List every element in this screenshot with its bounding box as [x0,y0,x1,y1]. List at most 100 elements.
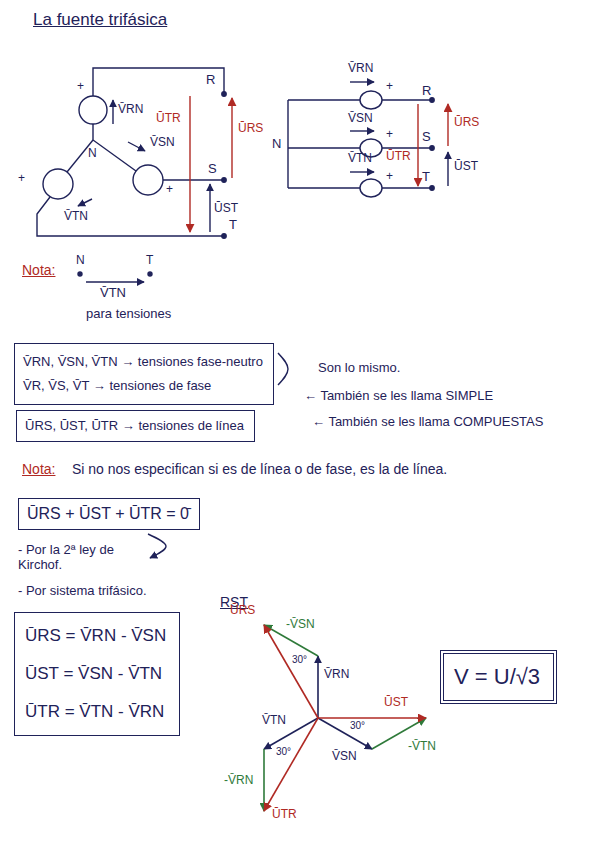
phasor-diagram-part [318,718,372,749]
parallel-source-circuit-part [417,104,418,186]
box-text: ŪRS + ŪST + ŪTR = 0̄ [27,503,191,525]
terminal-label: T [229,218,237,233]
phasor-diagram-part [318,717,426,719]
voltage-label: V̄SN [150,136,175,150]
polarity-mark: + [166,183,173,197]
box-text: V̄RN, V̄SN, V̄TN → tensiones fase-neutro [23,350,265,374]
star-source-circuit-part [93,68,224,96]
side-note: ← También se les llama SIMPLE [304,389,493,404]
definition-box: ŪRS, ŪST, ŪTR → tensiones de línea [16,410,255,442]
note-text: Si no nos especifican si es de línea o d… [72,461,447,477]
star-source-circuit-part [37,197,224,236]
parallel-source-circuit-part [430,98,434,102]
voltage-label: ŪRS [238,122,263,136]
star-source-circuit-part [78,199,92,206]
parallel-source-circuit-part [350,130,374,131]
star-source-circuit-part [43,169,73,199]
phasor-diagram-part [263,749,265,811]
voltage-label: V̄RN [348,62,373,76]
star-source-circuit-part [222,178,226,182]
phasor-diagram-part [264,718,318,811]
parallel-source-circuit-part [430,146,434,150]
bracket [278,353,288,385]
parallel-source-circuit-part [350,171,374,172]
formula-box: V = U/√3 [440,650,557,704]
box-text: V̄R, V̄S, V̄T → tensiones de fase [23,374,265,398]
parallel-source-circuit-part [360,91,382,109]
voltage-label: V̄RN [118,103,143,117]
box-text: ŪRS = V̄RN - V̄SN [25,617,169,655]
parallel-source-circuit-part [447,104,448,146]
leader-arrow [148,534,166,558]
phasor-label: -V̄TN [408,740,436,754]
phasor-label: V̄TN [262,714,286,728]
voltage-notation-part [86,281,144,282]
terminal-label: R [206,73,215,88]
polarity-mark: + [386,80,393,94]
parallel-source-circuit [288,82,448,197]
voltage-label: ŪTR [386,150,411,164]
voltage-label: ŪTR [156,112,181,126]
voltage-label: V̄TN [100,286,126,301]
terminal-label: T [422,170,430,185]
polarity-mark: + [77,80,84,94]
star-source-circuit-part [222,92,226,96]
note-text: para tensiones [86,307,171,322]
voltage-notation [78,272,152,282]
voltage-label: ŪST [214,202,238,216]
voltage-label: V̄TN [64,210,88,224]
side-note: ← También se les llama COMPUESTAS [312,415,543,430]
box-text: ŪRS, ŪST, ŪTR → tensiones de línea [25,415,246,437]
box-text: ŪTR = V̄TN - V̄RN [25,693,169,731]
terminal-label: R [422,84,431,99]
phasor-label: -V̄SN [286,618,315,632]
side-note: Son lo mismo. [318,361,400,376]
voltage-notation-part [78,272,82,276]
terminal-label: S [422,130,431,145]
definition-box: V̄RN, V̄SN, V̄TN → tensiones fase-neutro… [14,343,274,405]
star-source-circuit-part [133,165,163,195]
phasor-label: -V̄RN [224,774,253,788]
parallel-source-circuit-part [360,179,382,197]
star-source-circuit [37,68,232,238]
parallel-source-circuit-part [430,186,434,190]
box-text: ŪST = V̄SN - V̄TN [25,655,169,693]
note-heading: Nota: [22,461,55,477]
side-note: - Por sistema trifásico. [18,584,147,599]
phasor-label: ŪTR [272,808,297,822]
polarity-mark: + [386,170,393,184]
phasor-diagram [264,625,426,811]
terminal-label: N [88,147,97,161]
note-heading: Nota: [22,262,55,278]
equation-box: ŪRS = V̄RN - V̄SNŪST = V̄SN - V̄TNŪTR… [14,612,180,736]
voltage-label: V̄TN [348,152,372,166]
equation-box: ŪRS + ŪST + ŪTR = 0̄ [18,498,200,530]
angle-label: 30° [350,720,365,732]
terminal-label: S [208,162,217,177]
voltage-label: V̄SN [348,112,373,126]
phasor-diagram-part [317,656,319,718]
phasor-label: ŪST [384,696,408,710]
polarity-mark: + [18,172,25,186]
phasor-label: V̄SN [332,750,357,764]
terminal-label: N [272,137,281,152]
page-title: La fuente trifásica [33,10,167,30]
angle-label: 30° [292,654,307,666]
star-source-circuit-part [128,142,145,151]
voltage-notation-part [148,272,152,276]
star-source-circuit-part [163,179,224,180]
star-source-circuit-part [93,124,136,171]
star-source-circuit-part [189,96,190,232]
polarity-mark: + [386,128,393,142]
voltage-label: ŪRS [454,116,479,130]
box-text: V = U/√3 [454,662,543,692]
terminal-label: N [76,254,85,268]
angle-label: 30° [276,746,291,758]
star-source-circuit-part [222,234,226,238]
star-source-circuit-part [112,100,113,124]
side-note: - Por la 2ª ley de Kirchof. [18,543,146,573]
phasor-label: V̄RN [324,668,349,682]
parallel-source-circuit-part [287,100,288,188]
star-source-circuit-part [79,96,107,124]
parallel-source-circuit-part [447,152,448,186]
